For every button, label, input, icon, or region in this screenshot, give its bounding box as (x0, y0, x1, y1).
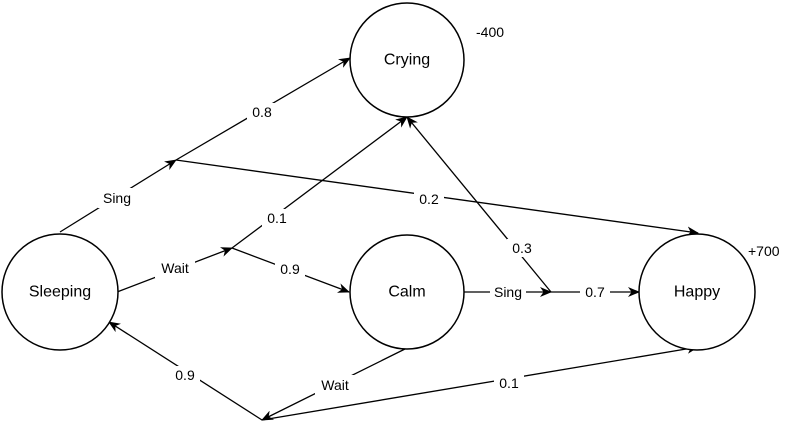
svg-text:Crying: Crying (384, 52, 430, 69)
label-prob-wait-crying: 0.1 (262, 209, 292, 227)
svg-text:Wait: Wait (161, 260, 189, 276)
label-sleeping-wait: Wait (155, 258, 195, 278)
label-prob-sing-happy: 0.2 (414, 190, 444, 208)
label-prob-calm-wait-sleeping: 0.9 (170, 366, 200, 384)
label-prob-sing-crying: 0.8 (247, 103, 277, 121)
label-prob-calm-sing-happy: 0.7 (580, 283, 610, 301)
edge-calm-sing-to-crying (406, 116, 552, 293)
svg-text:0.9: 0.9 (175, 367, 195, 383)
label-calm-wait: Wait (315, 375, 355, 395)
label-prob-calm-wait-happy: 0.1 (494, 374, 524, 392)
node-crying: Crying (349, 2, 465, 118)
svg-text:0.8: 0.8 (252, 104, 272, 120)
svg-text:Happy: Happy (674, 284, 720, 301)
reward-happy: +700 (748, 243, 780, 259)
svg-text:Wait: Wait (321, 377, 349, 393)
svg-text:0.1: 0.1 (267, 210, 287, 226)
svg-text:0.1: 0.1 (499, 375, 519, 391)
reward-crying: -400 (476, 24, 504, 40)
svg-text:0.2: 0.2 (419, 191, 439, 207)
edge-calm-wait-to-happy (261, 343, 699, 421)
node-happy: Happy (638, 233, 756, 351)
label-prob-wait-calm: 0.9 (275, 260, 305, 278)
svg-text:Sing: Sing (103, 190, 131, 206)
node-calm: Calm (349, 234, 465, 350)
svg-text:Calm: Calm (388, 284, 425, 301)
svg-text:Sleeping: Sleeping (29, 284, 91, 301)
svg-text:Sing: Sing (494, 284, 522, 300)
svg-text:0.9: 0.9 (280, 261, 300, 277)
svg-text:0.3: 0.3 (512, 240, 532, 256)
svg-text:0.7: 0.7 (585, 284, 605, 300)
label-prob-calm-sing-crying: 0.3 (507, 239, 537, 257)
label-sleeping-sing: Sing (98, 188, 134, 208)
node-sleeping: Sleeping (1, 233, 119, 351)
edge-wait-to-crying (231, 116, 408, 249)
label-calm-sing: Sing (490, 282, 526, 302)
